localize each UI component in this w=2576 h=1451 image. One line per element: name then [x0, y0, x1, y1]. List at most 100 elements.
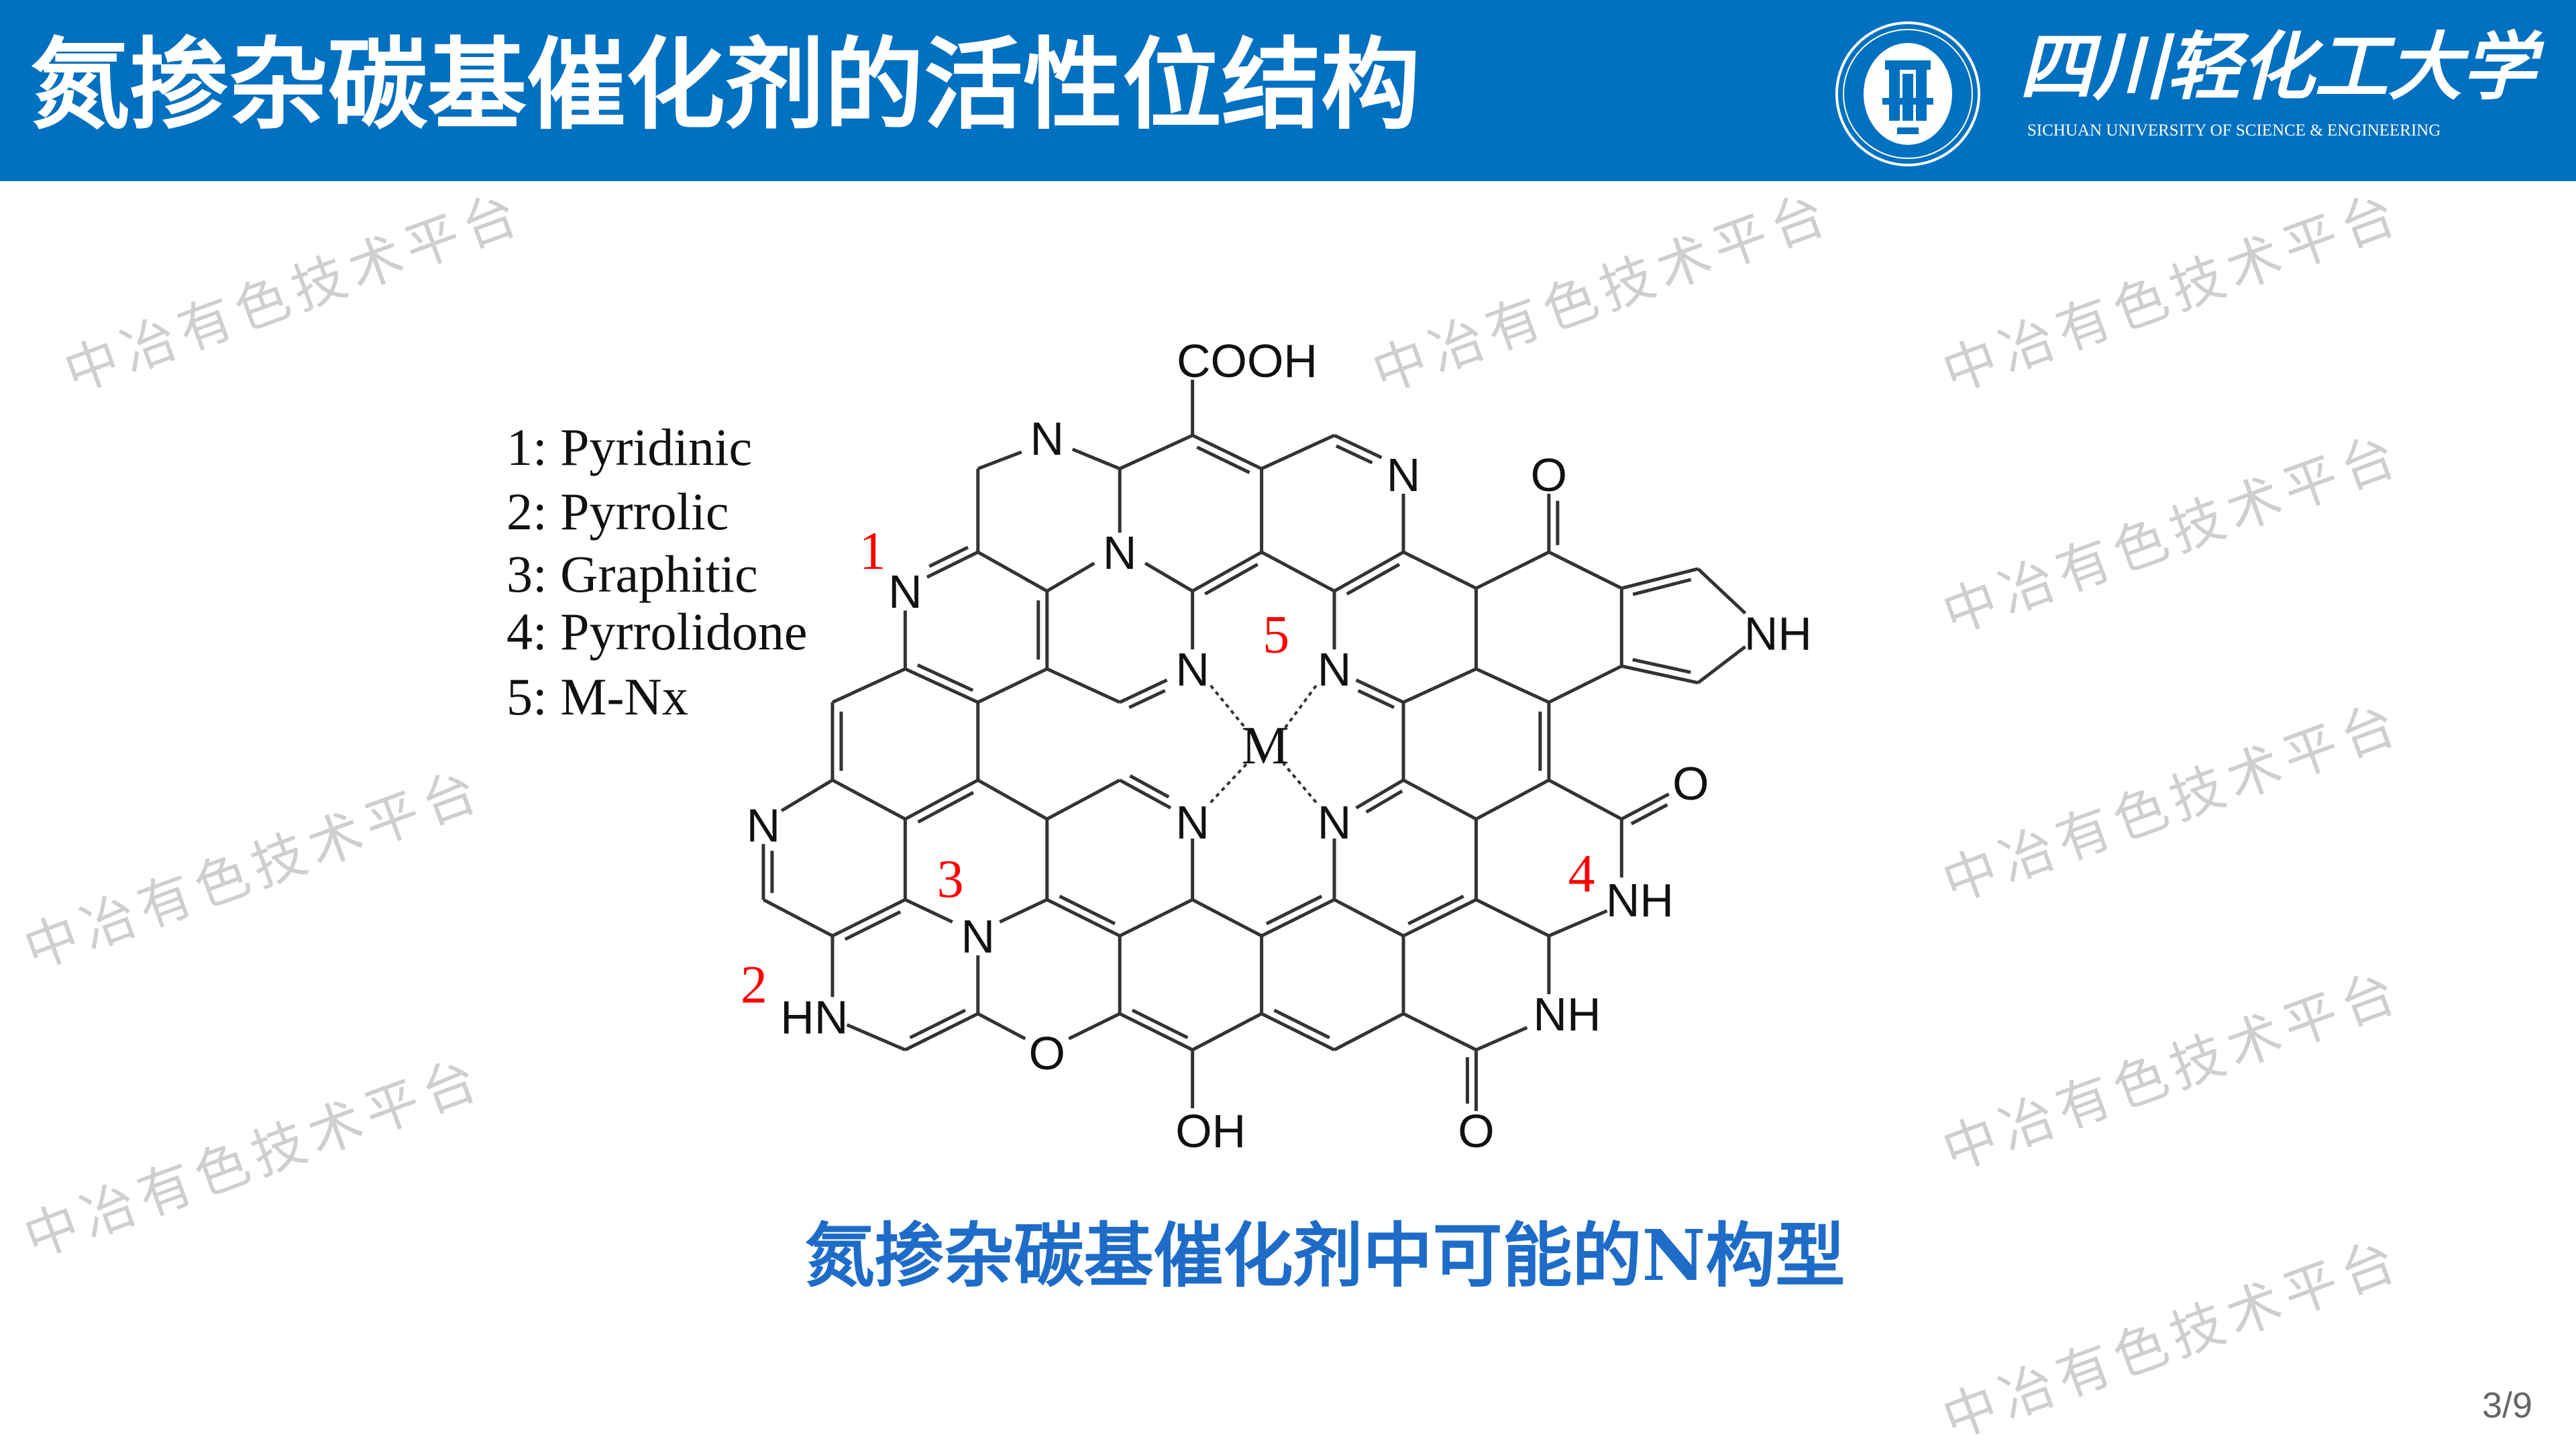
single-bond [1402, 1012, 1477, 1052]
single-bond [1697, 568, 1747, 615]
site-number: 1 [859, 522, 886, 581]
single-bond [977, 778, 1049, 821]
single-bond [1475, 667, 1550, 704]
single-bond [1548, 664, 1623, 704]
single-bond [1475, 1026, 1528, 1052]
atom-label: OH [1175, 1105, 1246, 1157]
header-bar: 氮掺杂碳基催化剂的活性位结构 四川轻化工大学 SICHUAN UNIVERSIT… [0, 0, 2576, 181]
double-bond [909, 1008, 967, 1040]
atom-label: N [888, 566, 922, 618]
single-bond [762, 898, 834, 938]
university-name-en: SICHUAN UNIVERSITY OF SCIENCE & ENGINEER… [2027, 121, 2441, 140]
legend-item-pyrrolic: 2: Pyrrolic [506, 482, 729, 541]
single-bond [1068, 1012, 1121, 1040]
legend-item-pyridinic: 1: Pyridinic [506, 418, 753, 476]
site-number: 2 [741, 956, 767, 1015]
atom-label: COOH [1177, 335, 1318, 387]
double-bond [1632, 657, 1691, 674]
single-bond [1355, 778, 1405, 810]
single-bond [1402, 550, 1477, 590]
legend-item-m-nx: 5: M-Nx [506, 667, 688, 726]
double-bond [844, 910, 902, 941]
atom-label: N [1318, 643, 1352, 696]
single-bond [1548, 778, 1623, 821]
page-number: 3/9 [2482, 1385, 2533, 1426]
atom-label: NH [1533, 988, 1601, 1040]
single-bond [904, 1012, 979, 1052]
single-bond [1260, 433, 1336, 470]
single-bond [977, 1012, 1026, 1040]
single-bond [999, 898, 1048, 924]
site-number: 4 [1568, 845, 1595, 904]
university-name-cn: 四川轻化工大学 [2019, 23, 2536, 110]
single-bond [1548, 550, 1623, 590]
single-bond [977, 667, 1048, 704]
double-bond [1204, 563, 1258, 596]
single-bond [846, 1023, 906, 1052]
double-bond [1196, 445, 1250, 474]
single-bond [1119, 778, 1172, 810]
atom-label: M [1241, 716, 1289, 775]
single-bond [780, 778, 834, 812]
single-bond [904, 667, 979, 704]
single-bond [1333, 898, 1405, 938]
site-number: 5 [1263, 605, 1289, 664]
coordination-bond [1210, 762, 1248, 804]
slide-title: 氮掺杂碳基催化剂的活性位结构 [30, 26, 1420, 143]
single-bond [977, 450, 1022, 471]
single-bond [831, 778, 906, 821]
single-bond [1403, 667, 1477, 704]
atom-label: N [1030, 413, 1065, 465]
legend-item-pyrrolidone: 4: Pyrrolidone [506, 602, 808, 661]
single-bond [1046, 667, 1121, 704]
double-bond [1357, 689, 1395, 709]
single-bond [1119, 1012, 1193, 1052]
atom-label: O [1672, 757, 1709, 810]
single-bond [1191, 1012, 1263, 1052]
atom-label: NH [1744, 607, 1812, 659]
single-bond [1402, 898, 1477, 938]
atom-label: N [1175, 796, 1210, 849]
coordination-bond [1282, 684, 1318, 731]
double-bond [1273, 1008, 1330, 1040]
site-number: 3 [937, 850, 964, 909]
single-bond [1046, 898, 1121, 938]
atom-label: HN [780, 991, 848, 1043]
single-bond [1475, 898, 1550, 938]
coordination-bond [1282, 762, 1318, 804]
single-bond [1548, 909, 1608, 938]
single-bond [1697, 645, 1747, 684]
single-bond [1333, 550, 1405, 593]
atom-label: N [747, 799, 781, 851]
double-bond [1365, 789, 1403, 814]
single-bond [1475, 550, 1550, 590]
double-bond [1632, 578, 1692, 596]
atom-label: O [1458, 1105, 1494, 1157]
single-bond [904, 898, 953, 924]
single-bond [977, 550, 1049, 593]
double-bond [1128, 689, 1166, 709]
double-bond [1059, 894, 1116, 926]
single-bond [1260, 898, 1336, 938]
figure-caption: 氮掺杂碳基催化剂中可能的N构型 [0, 1217, 2576, 1294]
single-bond [1046, 778, 1121, 821]
atom-label: O [1029, 1027, 1065, 1079]
atom-label: N [1103, 527, 1137, 579]
atom-label: NH [1606, 874, 1674, 926]
university-logo-icon [1835, 21, 1980, 166]
single-bond [926, 550, 979, 579]
single-bond [1119, 678, 1168, 704]
single-bond [1402, 778, 1477, 821]
caption-text: 氮掺杂碳基催化剂中可能的N构型 [804, 1214, 1845, 1297]
single-bond [1475, 778, 1550, 821]
single-bond [1621, 664, 1699, 685]
single-bond [1621, 792, 1670, 821]
single-bond [1144, 561, 1193, 593]
single-bond [1119, 433, 1193, 470]
atom-label: N [1318, 796, 1352, 849]
atom-label: N [961, 910, 996, 963]
single-bond [1621, 567, 1699, 590]
double-bond [1131, 1008, 1189, 1040]
double-bond [1335, 444, 1373, 465]
